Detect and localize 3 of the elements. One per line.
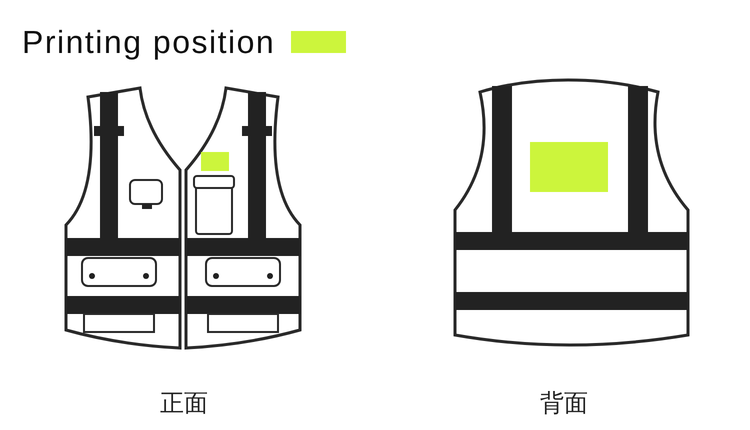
vest-view-label: 背面 bbox=[540, 388, 588, 418]
legend-label: Printing position bbox=[22, 23, 276, 62]
vest-view-label: 正面 bbox=[160, 388, 208, 418]
